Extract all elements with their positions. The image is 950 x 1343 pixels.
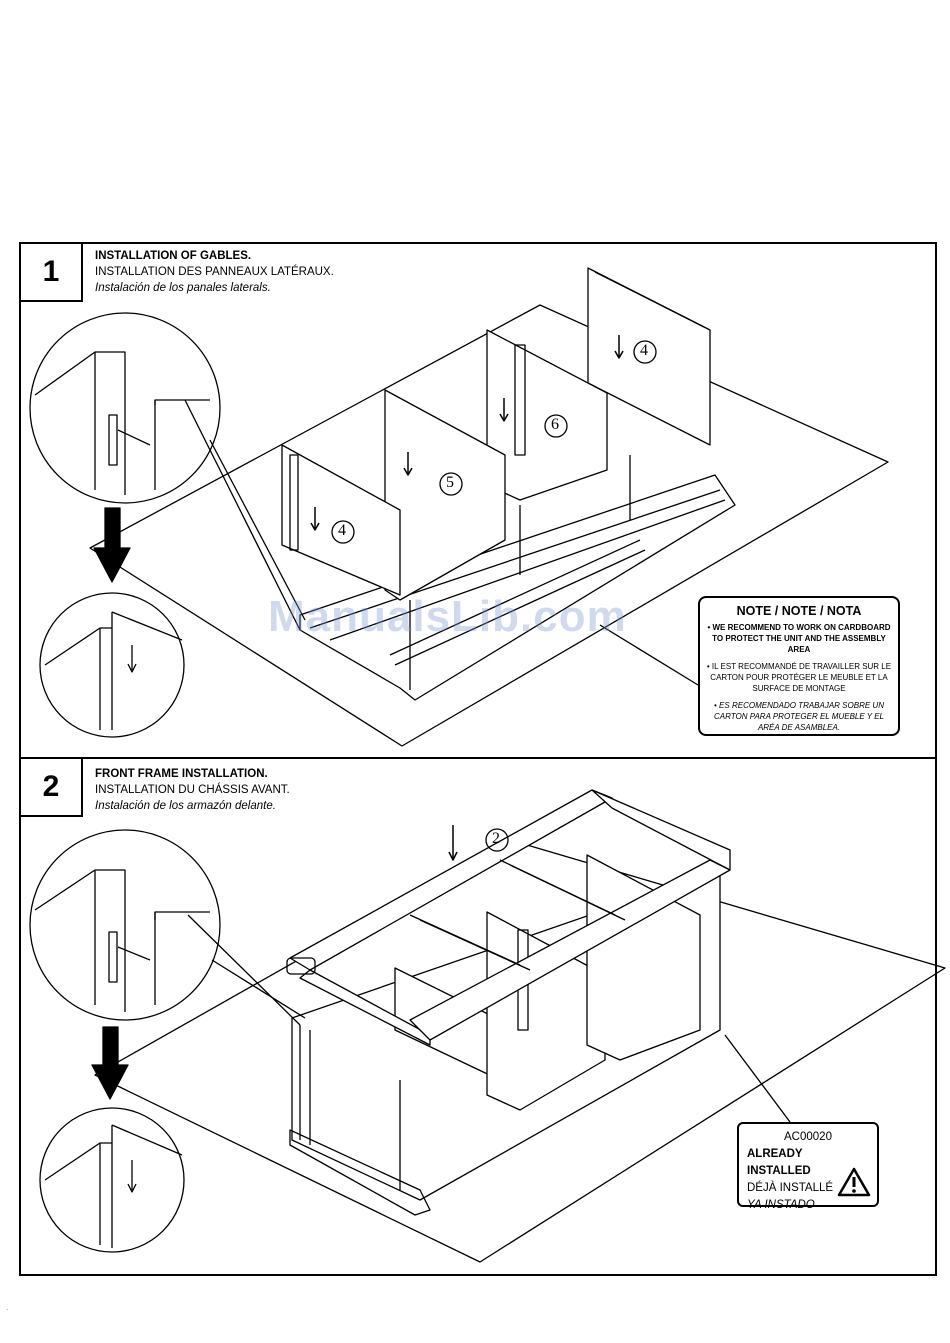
note-text-en: • WE RECOMMEND TO WORK ON CARDBOARD TO P… [707, 623, 891, 654]
panel-4-front [281, 444, 401, 596]
watermark: ManualsLib.com [268, 592, 627, 641]
instruction-frame [19, 242, 937, 1276]
step-divider [19, 757, 937, 759]
base-rail-2 [289, 1129, 431, 1216]
callout-4-front: 4 [338, 522, 346, 539]
note-text-es: • ES RECOMENDADO TRABAJAR SOBRE UN CARTO… [714, 701, 884, 732]
callout-5: 5 [446, 474, 454, 491]
note-title: NOTE / NOTE / NOTA [736, 604, 862, 618]
step-1-title-es: Instalación de los panales laterals. [95, 282, 271, 294]
callout-2: 2 [492, 830, 500, 847]
step-2-heading: FRONT FRAME INSTALLATION. INSTALLATION D… [95, 766, 290, 814]
footer-mark: . [6, 1302, 9, 1312]
cardboard-sheet [89, 304, 889, 747]
step-2-number: 2 [21, 759, 83, 817]
step-2-title-es: Instalación de los armazón delante. [95, 800, 276, 812]
note-text-fr: • IL EST RECOMMANDÉ DE TRAVAILLER SUR LE… [706, 662, 892, 693]
warning-triangle-icon [837, 1167, 871, 1197]
already-installed-box: AC00020 ALREADY INSTALLED DÉJÀ INSTALLÉ … [737, 1122, 879, 1211]
warning-text-es: YA INSTADO [747, 1199, 815, 1211]
callout-6: 6 [551, 416, 559, 433]
part-code: AC00020 [784, 1131, 832, 1143]
step-2-title-en: FRONT FRAME INSTALLATION. [95, 768, 268, 780]
warning-text-en: ALREADY INSTALLED [747, 1148, 811, 1177]
note-box: NOTE / NOTE / NOTA • WE RECOMMEND TO WOR… [698, 596, 900, 736]
step-1-title-en: INSTALLATION OF GABLES. [95, 250, 252, 262]
step-1-heading: INSTALLATION OF GABLES. INSTALLATION DES… [95, 248, 334, 296]
down-arrow-large-2 [91, 1026, 129, 1100]
down-arrow-large-1 [93, 507, 131, 583]
warning-text-fr: DÉJÀ INSTALLÉ [747, 1182, 834, 1194]
step-2-title-fr: INSTALLATION DU CHÁSSIS AVANT. [95, 784, 290, 796]
step-1-number: 1 [21, 244, 83, 302]
step-1-title-fr: INSTALLATION DES PANNEAUX LATÉRAUX. [95, 266, 334, 278]
callout-4-back: 4 [640, 342, 648, 359]
